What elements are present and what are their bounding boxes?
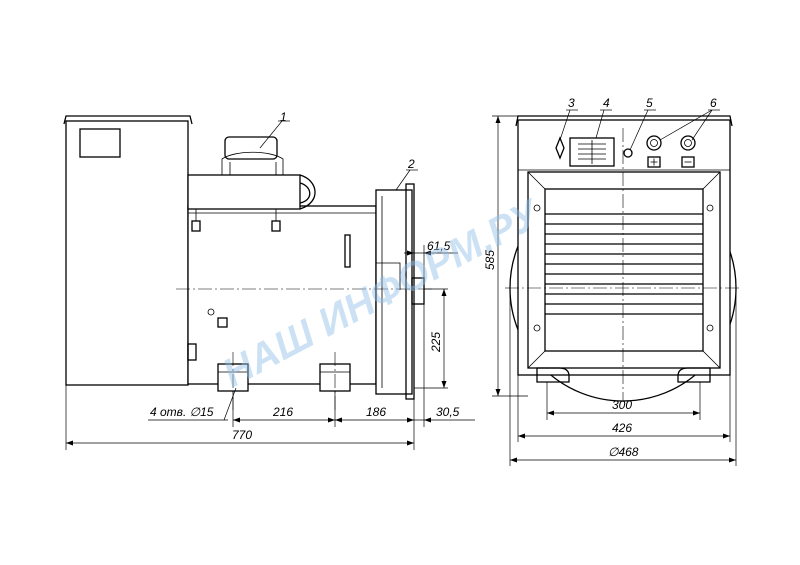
louvres xyxy=(545,213,703,315)
dim-770: 770 xyxy=(232,428,252,442)
front-foot-left xyxy=(536,367,570,383)
ventilation-grille xyxy=(569,137,615,167)
callout-4: 4 xyxy=(603,96,610,110)
dim-186: 186 xyxy=(366,405,386,419)
callout-3: 3 xyxy=(568,96,575,110)
dim-426: 426 xyxy=(612,421,632,435)
callout-6: 6 xyxy=(710,96,717,110)
dim-300: 300 xyxy=(612,398,632,412)
front-panel xyxy=(527,171,721,369)
dim-585: 585 xyxy=(483,250,497,270)
cabinet-label-plate xyxy=(79,128,121,158)
callout-1: 1 xyxy=(280,110,287,124)
front-view-dimensions xyxy=(492,109,737,466)
labels: 1 2 3 4 5 6 61,5 225 585 4 отв. ∅15 216 … xyxy=(150,96,717,459)
terminal-negative xyxy=(680,135,696,151)
lifting-handle xyxy=(224,136,278,160)
dim-216: 216 xyxy=(272,405,293,419)
dim-468: ∅468 xyxy=(608,445,639,459)
side-view xyxy=(63,115,432,412)
front-foot-right xyxy=(677,367,711,383)
dim-225: 225 xyxy=(429,332,443,353)
indicator-lamp xyxy=(623,148,633,158)
front-view xyxy=(505,115,742,402)
terminal-positive xyxy=(646,135,662,151)
side-view-dimensions xyxy=(65,120,475,450)
dim-30-5: 30,5 xyxy=(436,405,460,419)
callout-2: 2 xyxy=(407,157,415,171)
top-frame xyxy=(187,174,301,210)
dim-holes: 4 отв. ∅15 xyxy=(150,405,214,419)
control-cabinet xyxy=(65,120,189,386)
dim-61-5: 61,5 xyxy=(427,239,451,253)
callout-5: 5 xyxy=(646,96,653,110)
